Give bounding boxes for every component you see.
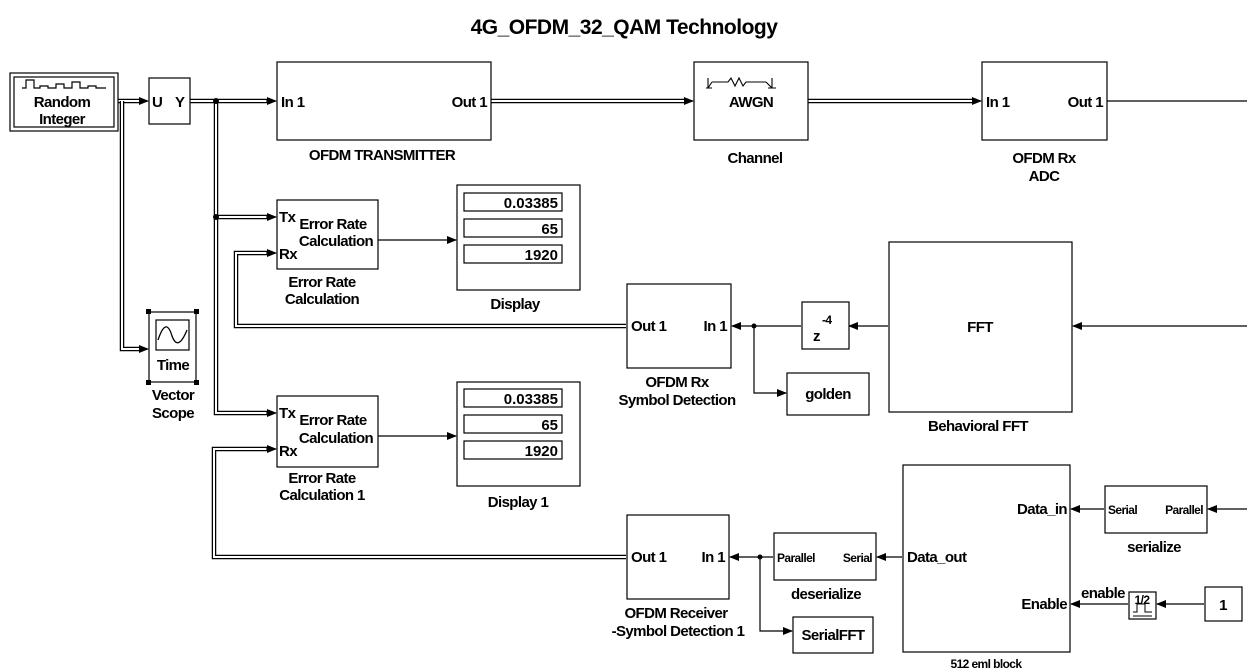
random-integer-line1: Random (34, 94, 91, 111)
delay-z-label: z (813, 328, 820, 345)
vector-scope-label1: Vector (152, 387, 195, 404)
serialfft-block[interactable]: SerialFFT (792, 616, 874, 654)
error-rate-calculation-block[interactable]: Tx Rx Error Rate Calculation Error Rate … (276, 199, 379, 308)
eml-data-out-port: Data_out (907, 549, 967, 566)
display-label: Display (490, 296, 540, 313)
display1-value-total: 1920 (525, 443, 558, 460)
ofdm-rx-sym-in-port: In 1 (704, 318, 728, 335)
display-value-total: 1920 (525, 247, 558, 264)
ofdm-receiver-out-port: Out 1 (631, 549, 667, 566)
error-rate-label2: Calculation (285, 291, 360, 308)
behavioral-fft-block[interactable]: FFT Behavioral FFT (888, 241, 1073, 435)
constant-value: 1 (1219, 597, 1227, 614)
serialize-serial-port: Serial (1108, 503, 1137, 517)
channel-block[interactable]: AWGN Channel (693, 61, 809, 167)
golden-block[interactable]: golden (786, 372, 870, 416)
wires (118, 97, 1247, 635)
ofdm-receiver-in-port: In 1 (702, 549, 726, 566)
display1-label: Display 1 (488, 494, 549, 511)
ofdm-tx-label: OFDM TRANSMITTER (309, 147, 456, 164)
delay-exponent-label: -4 (822, 313, 832, 327)
golden-label: golden (805, 386, 851, 403)
error-rate1-rx-port: Rx (279, 443, 298, 460)
ofdm-transmitter-block[interactable]: In 1 Out 1 OFDM TRANSMITTER (276, 61, 492, 164)
error-rate-calculation-1-block[interactable]: Tx Rx Error Rate Calculation Error Rate … (276, 395, 379, 504)
deserialize-parallel-port: Parallel (777, 551, 815, 565)
serialize-block[interactable]: Serial Parallel serialize (1104, 485, 1208, 556)
error-rate1-tx-port: Tx (279, 405, 297, 422)
display-1-block[interactable]: 0.03385 65 1920 Display 1 (456, 381, 581, 511)
display-value-errors: 65 (541, 221, 558, 238)
ofdm-rx-adc-label1: OFDM Rx (1012, 150, 1077, 167)
delay-block[interactable]: z -4 (801, 301, 850, 350)
display1-value-errors: 65 (541, 417, 558, 434)
eml-block-label: 512 eml block (951, 657, 1023, 671)
error-rate-inner-line2: Calculation (299, 233, 374, 250)
deserialize-serial-port: Serial (843, 551, 872, 565)
error-rate-label1: Error Rate (288, 274, 356, 291)
ofdm-receiver-label1: OFDM Receiver (624, 605, 728, 622)
channel-label: Channel (728, 150, 783, 167)
ofdm-rx-symbol-detection-block[interactable]: Out 1 In 1 OFDM Rx Symbol Detection (618, 283, 737, 409)
error-rate-tx-port: Tx (279, 209, 297, 226)
unbuffer-y-label: Y (175, 94, 185, 111)
unbuffer-block[interactable]: U Y (148, 77, 191, 125)
vector-scope-inner-label: Time (157, 357, 190, 374)
eml-data-in-port: Data_in (1017, 501, 1067, 518)
ofdm-rx-adc-block[interactable]: In 1 Out 1 OFDM Rx ADC (981, 61, 1108, 185)
vector-scope-label2: Scope (152, 405, 194, 422)
random-integer-line2: Integer (39, 111, 86, 128)
random-integer-block[interactable]: Random Integer (9, 72, 119, 132)
error-rate-rx-port: Rx (279, 246, 298, 263)
ofdm-rx-sym-out-port: Out 1 (631, 318, 667, 335)
ofdm-rx-adc-out-port: Out 1 (1068, 94, 1104, 111)
serialize-label: serialize (1127, 539, 1181, 556)
rate-transition-label: 1/2 (1135, 593, 1151, 607)
ofdm-rx-adc-label2: ADC (1029, 168, 1060, 185)
serialize-parallel-port: Parallel (1165, 503, 1203, 517)
ofdm-receiver-block[interactable]: Out 1 In 1 OFDM Receiver -Symbol Detecti… (612, 514, 745, 640)
error-rate1-inner-line2: Calculation (299, 430, 374, 447)
error-rate1-label1: Error Rate (288, 470, 356, 487)
deserialize-label: deserialize (791, 586, 861, 603)
error-rate-inner-line1: Error Rate (299, 216, 367, 233)
fft-inner-label: FFT (967, 319, 993, 336)
eml-block[interactable]: Data_in Data_out Enable 512 eml block (902, 464, 1071, 671)
enable-signal-label: enable (1081, 585, 1125, 602)
ofdm-tx-out-port: Out 1 (452, 94, 488, 111)
rate-transition-block[interactable]: 1/2 (1128, 591, 1157, 620)
ofdm-tx-in-port: In 1 (281, 94, 305, 111)
ofdm-receiver-label2: -Symbol Detection 1 (612, 623, 745, 640)
serialfft-label: SerialFFT (802, 627, 865, 644)
deserialize-block[interactable]: Parallel Serial deserialize (773, 532, 877, 603)
ofdm-rx-adc-in-port: In 1 (986, 94, 1010, 111)
sine-wave-icon (157, 326, 188, 344)
display1-value-ber: 0.03385 (504, 391, 558, 408)
diagram-title: 4G_OFDM_32_QAM Technology (471, 16, 779, 39)
constant-block[interactable]: 1 (1204, 586, 1243, 622)
display-value-ber: 0.03385 (504, 195, 558, 212)
ofdm-rx-sym-label1: OFDM Rx (645, 374, 710, 391)
display-block[interactable]: 0.03385 65 1920 Display (456, 184, 581, 313)
error-rate1-label2: Calculation 1 (279, 487, 365, 504)
eml-enable-port: Enable (1021, 596, 1067, 613)
fft-label: Behavioral FFT (928, 418, 1028, 435)
vector-scope-block[interactable]: Time Vector Scope (146, 309, 199, 422)
unbuffer-u-label: U (152, 94, 162, 111)
awgn-label: AWGN (729, 94, 773, 111)
ofdm-rx-sym-label2: Symbol Detection (618, 392, 736, 409)
error-rate1-inner-line1: Error Rate (299, 412, 367, 429)
